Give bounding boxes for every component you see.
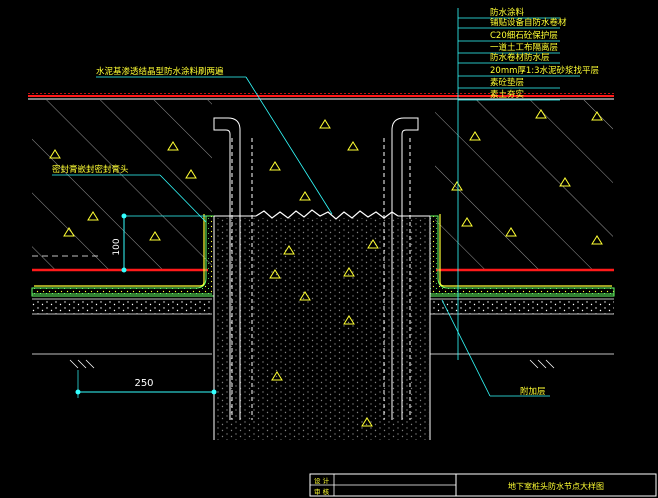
legend-item: 防水卷材防水层 — [490, 52, 550, 63]
bottom-right-note: 附加层 — [441, 299, 550, 397]
legend-item: 铺贴设备自防水卷材 — [490, 17, 567, 28]
legend-item: 一道土工布隔离层 — [490, 42, 558, 53]
legend-item: 素土夯实 — [490, 89, 524, 100]
top-waterproof-layer — [28, 93, 614, 100]
bottom-right-note-text: 附加层 — [520, 386, 546, 397]
title-block-design: 设 计 — [314, 476, 330, 485]
legend-item: 素砼垫层 — [490, 77, 524, 88]
dim-100-label: 100 — [112, 238, 122, 255]
earth-marks — [69, 359, 555, 369]
left-note: 密封膏嵌封密封膏头 — [52, 164, 207, 223]
left-bottom-layers — [32, 288, 212, 355]
upper-slab-hatch — [32, 100, 613, 270]
dimension-250: 250 — [75, 370, 217, 398]
drawing-title: 地下室桩头防水节点大样图 — [508, 481, 604, 491]
top-note-text: 水泥基渗透结晶型防水涂料刷两遍 — [96, 66, 224, 77]
rebar-right — [383, 117, 419, 420]
dim-250-label: 250 — [134, 378, 153, 389]
legend: 防水涂料 铺贴设备自防水卷材 C20细石砼保护层 一道土工布隔离层 防水卷材防水… — [490, 7, 599, 100]
aggregate-symbols — [49, 109, 603, 427]
pile-top-coating — [255, 209, 399, 220]
pile-body — [213, 215, 431, 440]
legend-item: C20细石砼保护层 — [490, 30, 558, 41]
legend-item: 防水涂料 — [490, 7, 525, 18]
title-block: 设 计 审 核 地下室桩头防水节点大样图 — [309, 473, 657, 497]
rebar-left — [213, 117, 253, 420]
top-note: 水泥基渗透结晶型防水涂料刷两遍 — [96, 66, 333, 215]
dimension-100: 100 — [112, 213, 206, 273]
legend-item: 20mm厚1:3水泥砂浆找平层 — [490, 65, 599, 76]
title-block-review: 审 核 — [314, 487, 330, 496]
legend-leaders — [457, 8, 580, 360]
left-note-text: 密封膏嵌封密封膏头 — [52, 164, 129, 175]
